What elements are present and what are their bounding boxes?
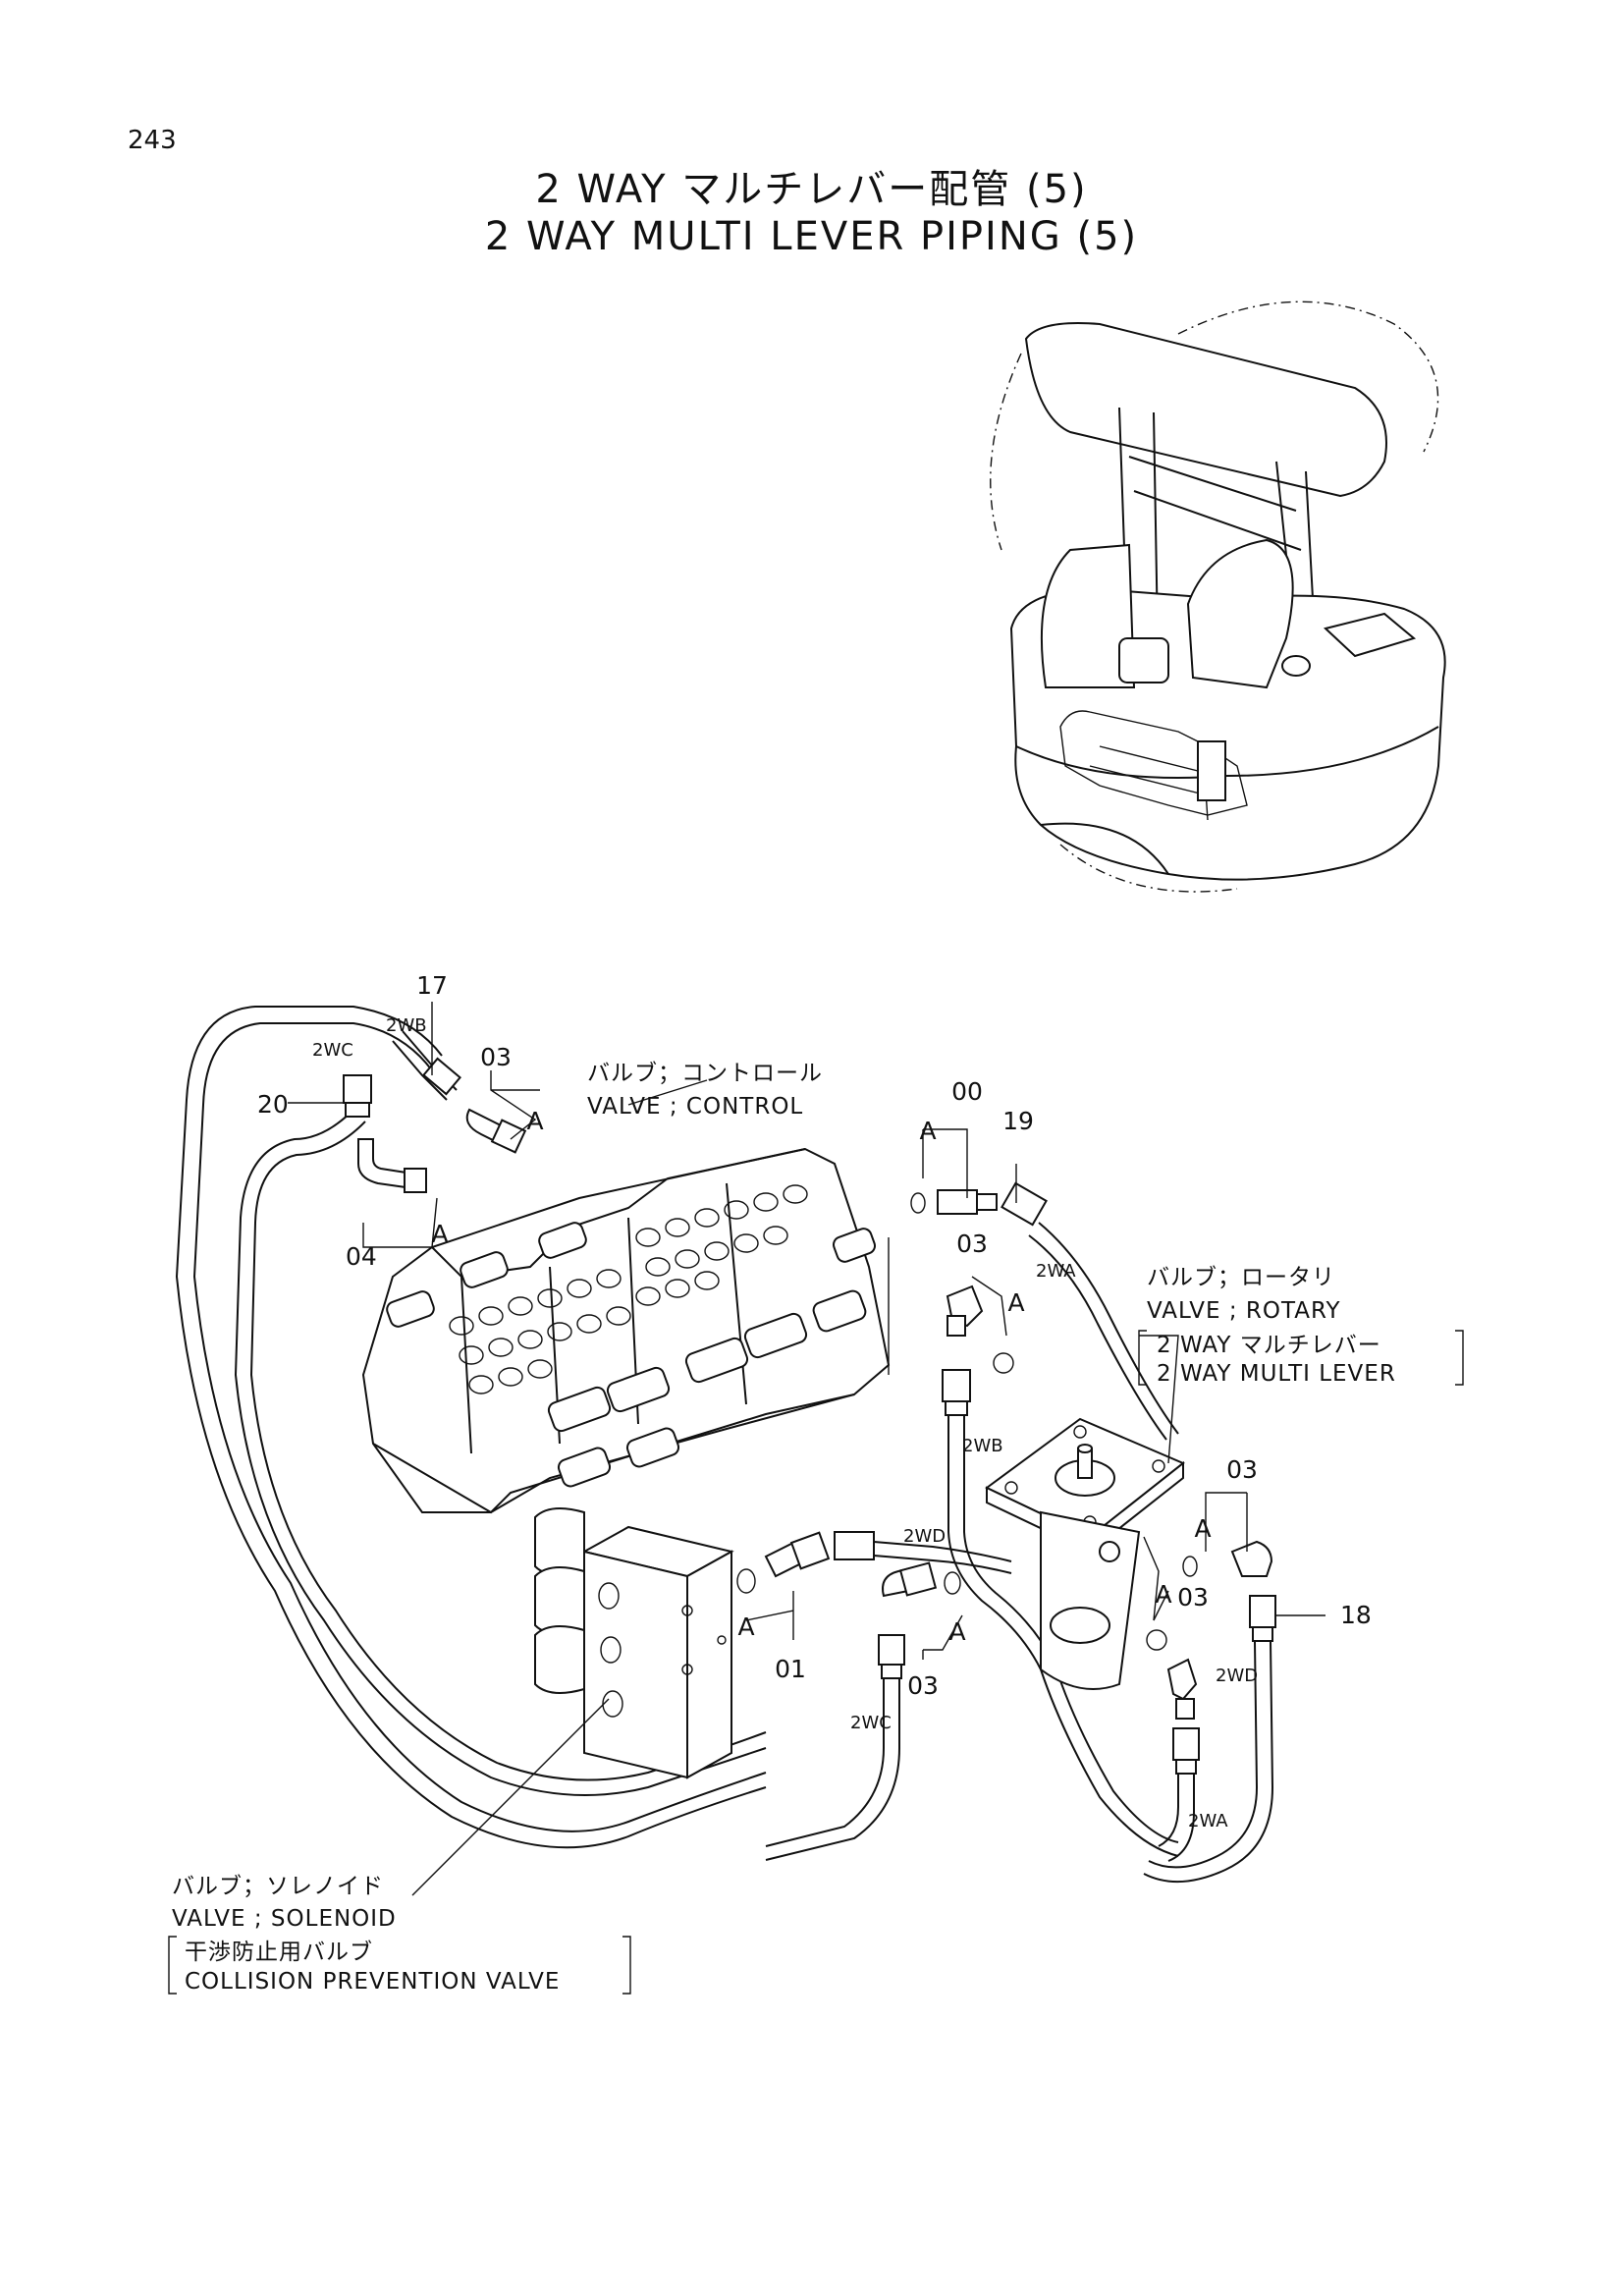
part-label-20: 20: [257, 1090, 289, 1119]
solenoid-valve-label-en: VALVE ; SOLENOID: [172, 1906, 397, 1932]
o-ring-label: A: [431, 1220, 448, 1248]
part-label-04: 04: [346, 1242, 377, 1271]
hose-label-2wd-right: 2WD: [1216, 1666, 1258, 1686]
o-ring-label: A: [1194, 1514, 1211, 1543]
part-label-03-mid: 03: [956, 1230, 988, 1258]
part-label-03-bottom: 03: [907, 1671, 939, 1700]
part-label-19: 19: [1002, 1107, 1034, 1135]
rotary-valve: [985, 1417, 1185, 1690]
o-ring-label: A: [919, 1117, 936, 1145]
page-title-japanese: 2 WAY マルチレバー配管 (5): [535, 167, 1088, 212]
part-number-labels: 17 03 20 04 00 19 03 03 03 03 01 18: [257, 971, 1372, 1700]
control-valve: [361, 1147, 891, 1514]
part-label-18: 18: [1340, 1601, 1372, 1629]
fittings-center: [736, 1181, 1179, 1861]
control-valve-label-ja: バルブ；コントロール: [587, 1061, 823, 1086]
page-number: 243: [128, 126, 177, 155]
solenoid-valve-sub-label-en: COLLISION PREVENTION VALVE: [185, 1969, 560, 1995]
leader-lines: [288, 1002, 1325, 1896]
rotary-valve-sub-label-en: 2 WAY MULTI LEVER: [1157, 1361, 1396, 1387]
o-ring-label: A: [1007, 1288, 1024, 1317]
page-title-english: 2 WAY MULTI LEVER PIPING (5): [484, 214, 1139, 259]
hose-label-2wa-bottom: 2WA: [1188, 1811, 1228, 1831]
hose-label-2wb-mid: 2WB: [962, 1436, 1003, 1456]
rotary-valve-label-en: VALVE ; ROTARY: [1147, 1298, 1341, 1324]
part-label-03-top: 03: [480, 1043, 512, 1071]
fittings-top-left: [343, 1030, 527, 1193]
rotary-valve-label-ja: バルブ；ロータリ: [1147, 1265, 1335, 1290]
part-label-03-right: 03: [1226, 1455, 1258, 1484]
part-label-00: 00: [951, 1077, 983, 1106]
solenoid-valve: [534, 1507, 734, 1779]
solenoid-valve-sub-label-ja: 干渉防止用バルブ: [185, 1940, 373, 1965]
o-ring-label: A: [737, 1613, 754, 1641]
part-label-01: 01: [775, 1655, 806, 1683]
o-ring-label: A: [526, 1107, 543, 1135]
solenoid-valve-label-ja: バルブ；ソレノイド: [172, 1874, 384, 1899]
o-ring-labels: A A A A A A A A: [431, 1107, 1211, 1646]
hose-loop-left: [175, 1006, 767, 1849]
o-ring-label: A: [1155, 1580, 1171, 1609]
machine-overview-illustration: [990, 301, 1446, 893]
hose-label-2wc-bottom: 2WC: [850, 1713, 892, 1733]
part-label-17: 17: [416, 971, 448, 1000]
component-callouts: バルブ；コントロール VALVE ; CONTROL バルブ；ロータリ VALV…: [168, 1061, 1464, 1995]
hose-label-2wb-top: 2WB: [386, 1015, 427, 1036]
hose-label-2wd-mid: 2WD: [903, 1526, 946, 1547]
part-label-03-lower-right: 03: [1177, 1583, 1209, 1612]
control-valve-label-en: VALVE ; CONTROL: [587, 1094, 803, 1120]
rotary-valve-sub-label-ja: 2 WAY マルチレバー: [1157, 1333, 1381, 1358]
hose-label-2wc-top: 2WC: [312, 1040, 353, 1061]
hose-label-2wa-top: 2WA: [1036, 1261, 1076, 1282]
hose-labels: 2WB 2WC 2WA 2WB 2WD 2WC 2WD 2WA: [312, 1015, 1258, 1831]
fittings-right: [1143, 1540, 1276, 1884]
o-ring-label: A: [948, 1617, 965, 1646]
